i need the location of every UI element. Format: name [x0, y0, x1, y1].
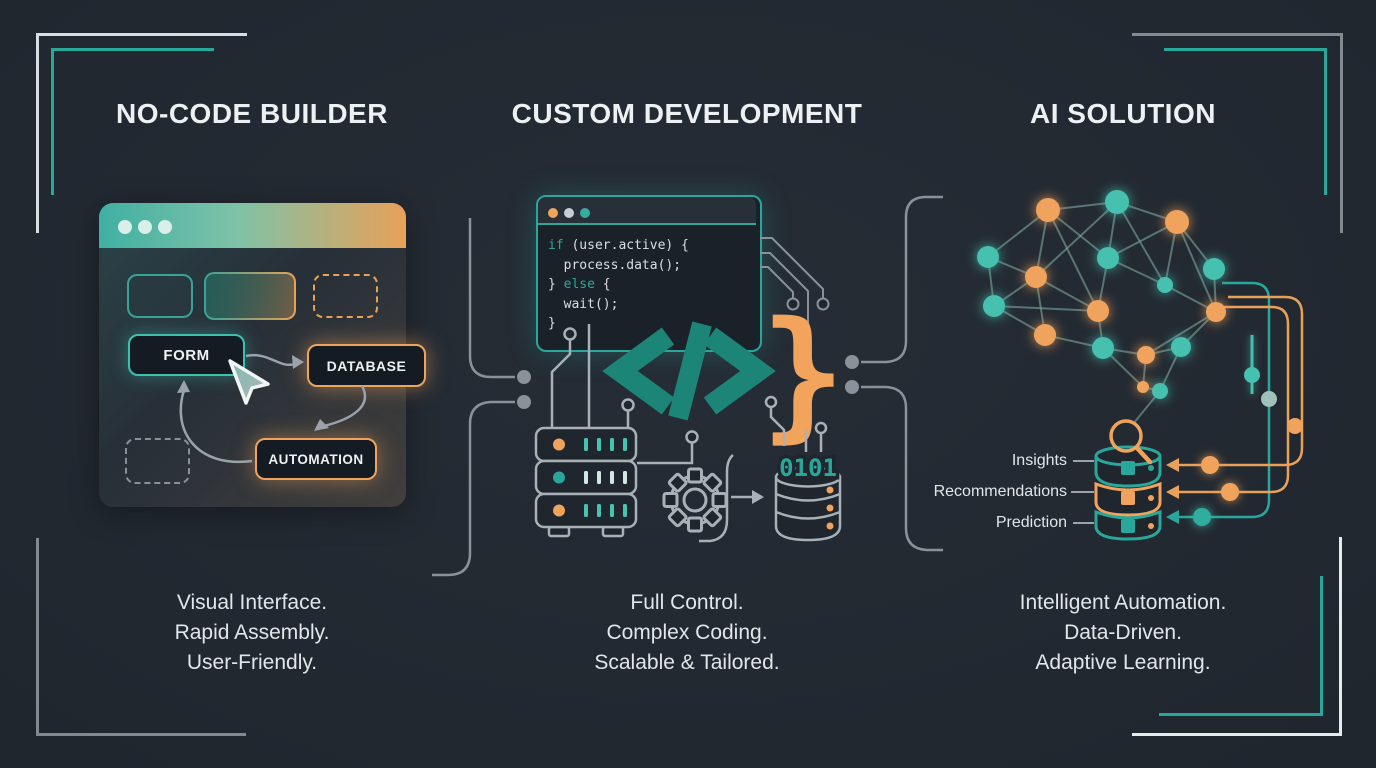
code-line5: } — [548, 316, 556, 331]
code-keyword-else: else — [563, 277, 595, 292]
corner-bracket-bottom-right-inner — [1159, 576, 1323, 716]
ai-routing-lines — [1176, 281, 1304, 519]
desc-line: Full Control. — [630, 591, 744, 614]
recommendations-arrowhead — [1166, 485, 1179, 499]
code-snippet: if (user.active) { process.data(); } els… — [548, 236, 748, 341]
gear-arrowhead — [752, 490, 764, 504]
desc-line: Adaptive Learning. — [1035, 651, 1211, 674]
ai-database-icon — [1094, 445, 1162, 541]
server-stack-icon — [534, 324, 699, 538]
automation-label: AUTOMATION — [268, 451, 364, 467]
code-keyword-if: if — [548, 238, 564, 253]
prediction-arrowhead — [1166, 510, 1179, 524]
code-line3a: } — [548, 277, 564, 292]
desc-ai: Intelligent Automation. Data-Driven. Ada… — [903, 588, 1343, 678]
desc-line: Visual Interface. — [176, 591, 328, 614]
placeholder-box-gradient — [204, 272, 296, 320]
window-dot-2 — [138, 220, 152, 234]
circuit-bracket-left — [432, 218, 515, 577]
desc-no-code: Visual Interface. Rapid Assembly. User-F… — [32, 588, 472, 678]
output-label-lines — [1071, 460, 1094, 524]
desc-custom-dev: Full Control. Complex Coding. Scalable &… — [467, 588, 907, 678]
code-line3b: { — [594, 277, 611, 292]
window-dot-3 — [158, 220, 172, 234]
database-label: DATABASE — [326, 357, 407, 374]
automation-node: AUTOMATION — [255, 438, 377, 480]
brain-edges — [987, 201, 1217, 425]
trace-dot — [845, 355, 859, 369]
placeholder-box-dashed-gray — [125, 438, 190, 484]
code-dot-orange — [548, 208, 558, 218]
curly-brace-symbol: } — [760, 292, 846, 457]
insights-arrowhead — [1166, 458, 1179, 472]
corner-bracket-top-right-inner — [1164, 48, 1327, 195]
desc-line: User-Friendly. — [186, 651, 318, 674]
desc-line: Intelligent Automation. — [1019, 591, 1227, 614]
placeholder-box-teal — [127, 274, 193, 318]
code-editor-titlebar — [538, 197, 756, 225]
binary-db-dots — [826, 486, 834, 530]
output-label-prediction: Prediction — [995, 514, 1067, 531]
database-node: DATABASE — [307, 344, 426, 387]
binary-database-icon — [764, 395, 842, 542]
output-label-insights: Insights — [1011, 452, 1067, 469]
trace-dot — [517, 395, 531, 409]
title-no-code-builder: NO-CODE BUILDER — [116, 98, 388, 129]
gear-connector — [699, 454, 752, 543]
corner-bracket-bottom-left — [36, 538, 246, 736]
trace-dot — [517, 370, 531, 384]
desc-line: Complex Coding. — [606, 621, 768, 644]
title-ai-solution: AI SOLUTION — [1030, 98, 1216, 129]
form-label: FORM — [163, 346, 210, 364]
magnifier-icon — [1109, 419, 1153, 465]
form-node: FORM — [128, 334, 245, 376]
server-leds — [553, 438, 627, 517]
corner-bracket-top-left-outer — [36, 33, 247, 233]
code-line2: process.data(); — [548, 257, 682, 273]
routing-dots — [1193, 367, 1303, 526]
corner-bracket-bottom-right-outer — [1132, 537, 1342, 736]
desc-line: Data-Driven. — [1064, 621, 1182, 644]
desc-line: Rapid Assembly. — [174, 621, 330, 644]
code-window-traces — [760, 237, 830, 330]
code-line4: wait(); — [548, 296, 619, 312]
title-custom-development: CUSTOM DEVELOPMENT — [511, 98, 863, 129]
desc-line: Scalable & Tailored. — [594, 651, 780, 674]
code-line1: (user.active) { — [563, 238, 689, 253]
gear-icon — [662, 467, 728, 533]
placeholder-box-dashed-orange — [313, 274, 378, 318]
output-label-recommendations: Recommendations — [933, 483, 1067, 500]
window-dot-1 — [118, 220, 132, 234]
code-dot-gray — [564, 208, 574, 218]
code-dot-teal — [580, 208, 590, 218]
corner-bracket-top-left-inner — [51, 48, 214, 195]
corner-bracket-top-right-outer — [1132, 33, 1343, 233]
trace-dot — [845, 380, 859, 394]
binary-label: 0101 — [779, 454, 837, 482]
